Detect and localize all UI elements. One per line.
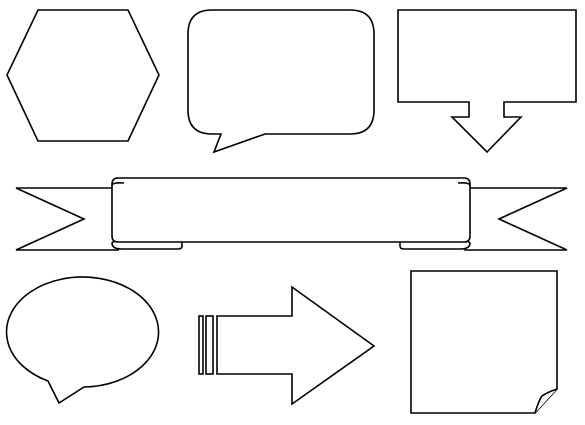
oval-speech-bubble-shape bbox=[5, 276, 160, 405]
hexagon-shape bbox=[6, 9, 160, 142]
rounded-speech-bubble-shape bbox=[187, 9, 375, 154]
arrow-callout-box-shape bbox=[397, 9, 577, 154]
striped-right-arrow-shape bbox=[198, 285, 376, 406]
ribbon-banner-shape bbox=[15, 177, 568, 251]
folded-corner-note-shape bbox=[410, 270, 558, 414]
